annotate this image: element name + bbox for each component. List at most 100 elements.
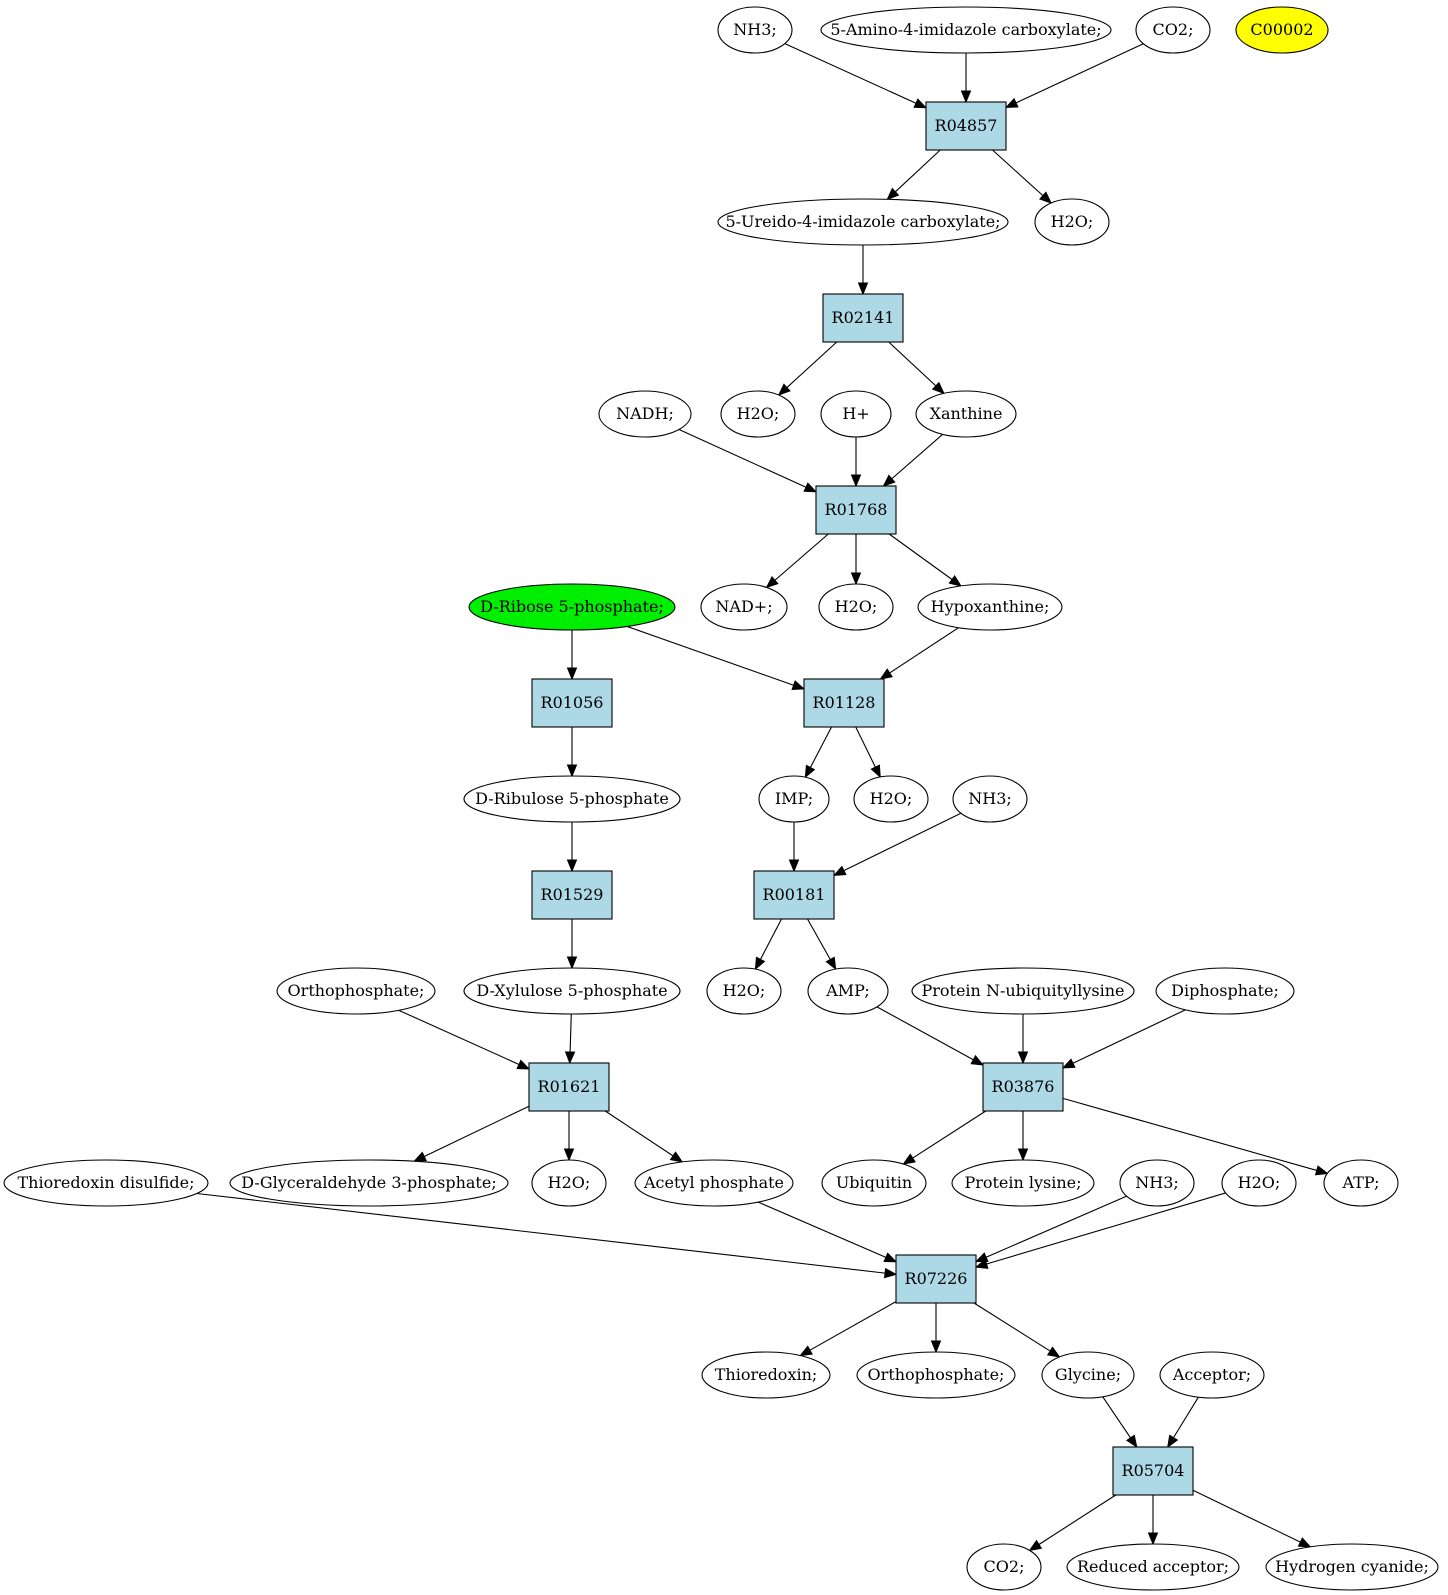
compound-node-acetyl-phosphate[interactable]: Acetyl phosphate [634, 1159, 794, 1207]
compound-node-hydrogen-cyanide[interactable]: Hydrogen cyanide; [1265, 1543, 1439, 1591]
node-label: NADH; [616, 404, 674, 423]
arrowhead-icon [832, 865, 847, 876]
edge-r-R01768-to-c-hypox [888, 533, 963, 587]
compound-node-d-xylulose-5-phosphate[interactable]: D-Xylulose 5-phosphate [463, 967, 681, 1015]
node-label: R07226 [905, 1269, 968, 1288]
compound-node-d-ribulose-5-phosphate[interactable]: D-Ribulose 5-phosphate [463, 775, 681, 823]
node-label: Thioredoxin disulfide; [17, 1173, 194, 1192]
compound-node-orthophosphate[interactable]: Orthophosphate; [276, 967, 436, 1015]
compound-node-nh3[interactable]: NH3; [952, 775, 1028, 823]
compound-ellipse [818, 583, 894, 631]
node-label: H2O; [1051, 212, 1094, 231]
node-label: 5-Ureido-4-imidazole carboxylate; [725, 212, 1000, 231]
compound-node-h[interactable]: H+ [820, 390, 892, 438]
arrowhead-icon [930, 1340, 942, 1354]
compound-node-hypoxanthine[interactable]: Hypoxanthine; [917, 583, 1063, 631]
compound-node-nad[interactable]: NAD+; [700, 583, 788, 631]
compound-ellipse [821, 1159, 927, 1207]
compound-node-5-ureido-4-imidazole-carboxylate[interactable]: 5-Ureido-4-imidazole carboxylate; [717, 198, 1009, 246]
compound-node-glycine[interactable]: Glycine; [1041, 1351, 1135, 1399]
arrowhead-icon [1004, 97, 1019, 109]
compound-node-c00002[interactable]: C00002 [1235, 6, 1329, 54]
compound-node-thioredoxin-disulfide[interactable]: Thioredoxin disulfide; [3, 1159, 209, 1207]
compound-node-nh3[interactable]: NH3; [1119, 1159, 1195, 1207]
edge-c-imp-to-r-R00181 [788, 822, 800, 873]
arrowhead-icon [825, 956, 837, 971]
reaction-node-r03876[interactable]: R03876 [982, 1062, 1064, 1112]
arrowhead-icon [902, 1153, 916, 1165]
edge-r-R05704-to-c-hcn [1192, 1489, 1312, 1548]
compound-node-diphosphate[interactable]: Diphosphate; [1155, 967, 1295, 1015]
edge-line [876, 1006, 974, 1061]
edge-c-aicarb-to-r-R04857 [960, 53, 972, 104]
compound-node-h2o[interactable]: H2O; [853, 775, 929, 823]
compound-node-h2o[interactable]: H2O; [818, 583, 894, 631]
compound-node-protein-n-ubiquityllysine[interactable]: Protein N-ubiquityllysine [911, 967, 1135, 1015]
arrowhead-icon [974, 1258, 989, 1269]
reaction-node-r05704[interactable]: R05704 [1112, 1446, 1194, 1496]
reaction-node-r02141[interactable]: R02141 [822, 293, 904, 343]
edge-r-R00181-to-c-h2o-5 [754, 918, 782, 971]
edge-c-nh3-1-to-r-R04857 [784, 43, 928, 109]
reaction-node-r00181[interactable]: R00181 [753, 870, 835, 920]
arrowhead-icon [1028, 1539, 1043, 1552]
compound-node-h2o[interactable]: H2O; [531, 1159, 607, 1207]
compound-node-h2o[interactable]: H2O; [1034, 198, 1110, 246]
node-label: IMP; [775, 789, 813, 808]
edge-line [894, 149, 941, 193]
compound-node-5-amino-4-imidazole-carboxylate[interactable]: 5-Amino-4-imidazole carboxylate; [820, 6, 1112, 54]
compound-node-d-ribose-5-phosphate[interactable]: D-Ribose 5-phosphate; [468, 583, 676, 631]
compound-node-nadh[interactable]: NADH; [598, 390, 692, 438]
arrowhead-icon [1147, 1532, 1159, 1546]
node-label: D-Ribose 5-phosphate; [480, 597, 664, 616]
edge-line [678, 428, 807, 488]
compound-node-orthophosphate[interactable]: Orthophosphate; [856, 1351, 1016, 1399]
node-label: Acetyl phosphate [643, 1173, 784, 1192]
edge-line [1192, 1489, 1301, 1543]
compound-node-thioredoxin[interactable]: Thioredoxin; [701, 1351, 831, 1399]
compound-node-co2[interactable]: CO2; [966, 1543, 1042, 1591]
reaction-node-r04857[interactable]: R04857 [925, 101, 1007, 151]
reaction-node-r01056[interactable]: R01056 [531, 678, 613, 728]
compound-ellipse [1323, 1159, 1399, 1207]
compound-node-xanthine[interactable]: Xanthine [915, 390, 1017, 438]
edge-r-R01056-to-c-ribulose5p [566, 727, 578, 778]
compound-node-imp[interactable]: IMP; [758, 775, 830, 823]
compound-node-co2[interactable]: CO2; [1135, 6, 1211, 54]
compound-node-reduced-acceptor[interactable]: Reduced acceptor; [1066, 1543, 1240, 1591]
compound-node-atp[interactable]: ATP; [1323, 1159, 1399, 1207]
reaction-node-r07226[interactable]: R07226 [895, 1254, 977, 1304]
compound-node-amp[interactable]: AMP; [807, 967, 889, 1015]
compound-node-acceptor[interactable]: Acceptor; [1159, 1351, 1265, 1399]
node-label: R04857 [935, 116, 998, 135]
arrowhead-icon [1017, 1148, 1029, 1162]
edge-r-R01768-to-c-nadplus [765, 533, 829, 589]
reaction-box [753, 870, 835, 920]
arrowhead-icon [566, 859, 578, 873]
reaction-node-r01768[interactable]: R01768 [815, 485, 897, 535]
node-label: H+ [842, 404, 869, 423]
compound-node-h2o[interactable]: H2O; [720, 390, 796, 438]
compound-ellipse [1135, 6, 1211, 54]
reaction-box [925, 101, 1007, 151]
node-label: CO2; [984, 1557, 1025, 1576]
node-label: AMP; [825, 981, 870, 1000]
edge-c-thiodisulf-to-r-R07226 [196, 1192, 898, 1279]
compound-node-h2o[interactable]: H2O; [1221, 1159, 1297, 1207]
reaction-node-r01621[interactable]: R01621 [528, 1062, 610, 1112]
compound-node-h2o[interactable]: H2O; [706, 967, 782, 1015]
arrowhead-icon [413, 1151, 427, 1162]
compound-node-ubiquitin[interactable]: Ubiquitin [821, 1159, 927, 1207]
compound-node-protein-lysine[interactable]: Protein lysine; [951, 1159, 1095, 1207]
compound-node-d-glyceraldehyde-3-phosphate[interactable]: D-Glyceraldehyde 3-phosphate; [229, 1159, 509, 1207]
node-label: Glycine; [1055, 1365, 1121, 1384]
compound-ellipse [966, 1543, 1042, 1591]
compound-ellipse [1159, 1351, 1265, 1399]
edge-line [809, 726, 832, 768]
arrowhead-icon [1046, 1346, 1061, 1358]
node-label: H2O; [737, 404, 780, 423]
reaction-node-r01128[interactable]: R01128 [803, 678, 885, 728]
reaction-node-r01529[interactable]: R01529 [531, 870, 613, 920]
compound-node-nh3[interactable]: NH3; [717, 6, 793, 54]
edge-c-acceptor-to-r-R05704 [1167, 1396, 1199, 1449]
